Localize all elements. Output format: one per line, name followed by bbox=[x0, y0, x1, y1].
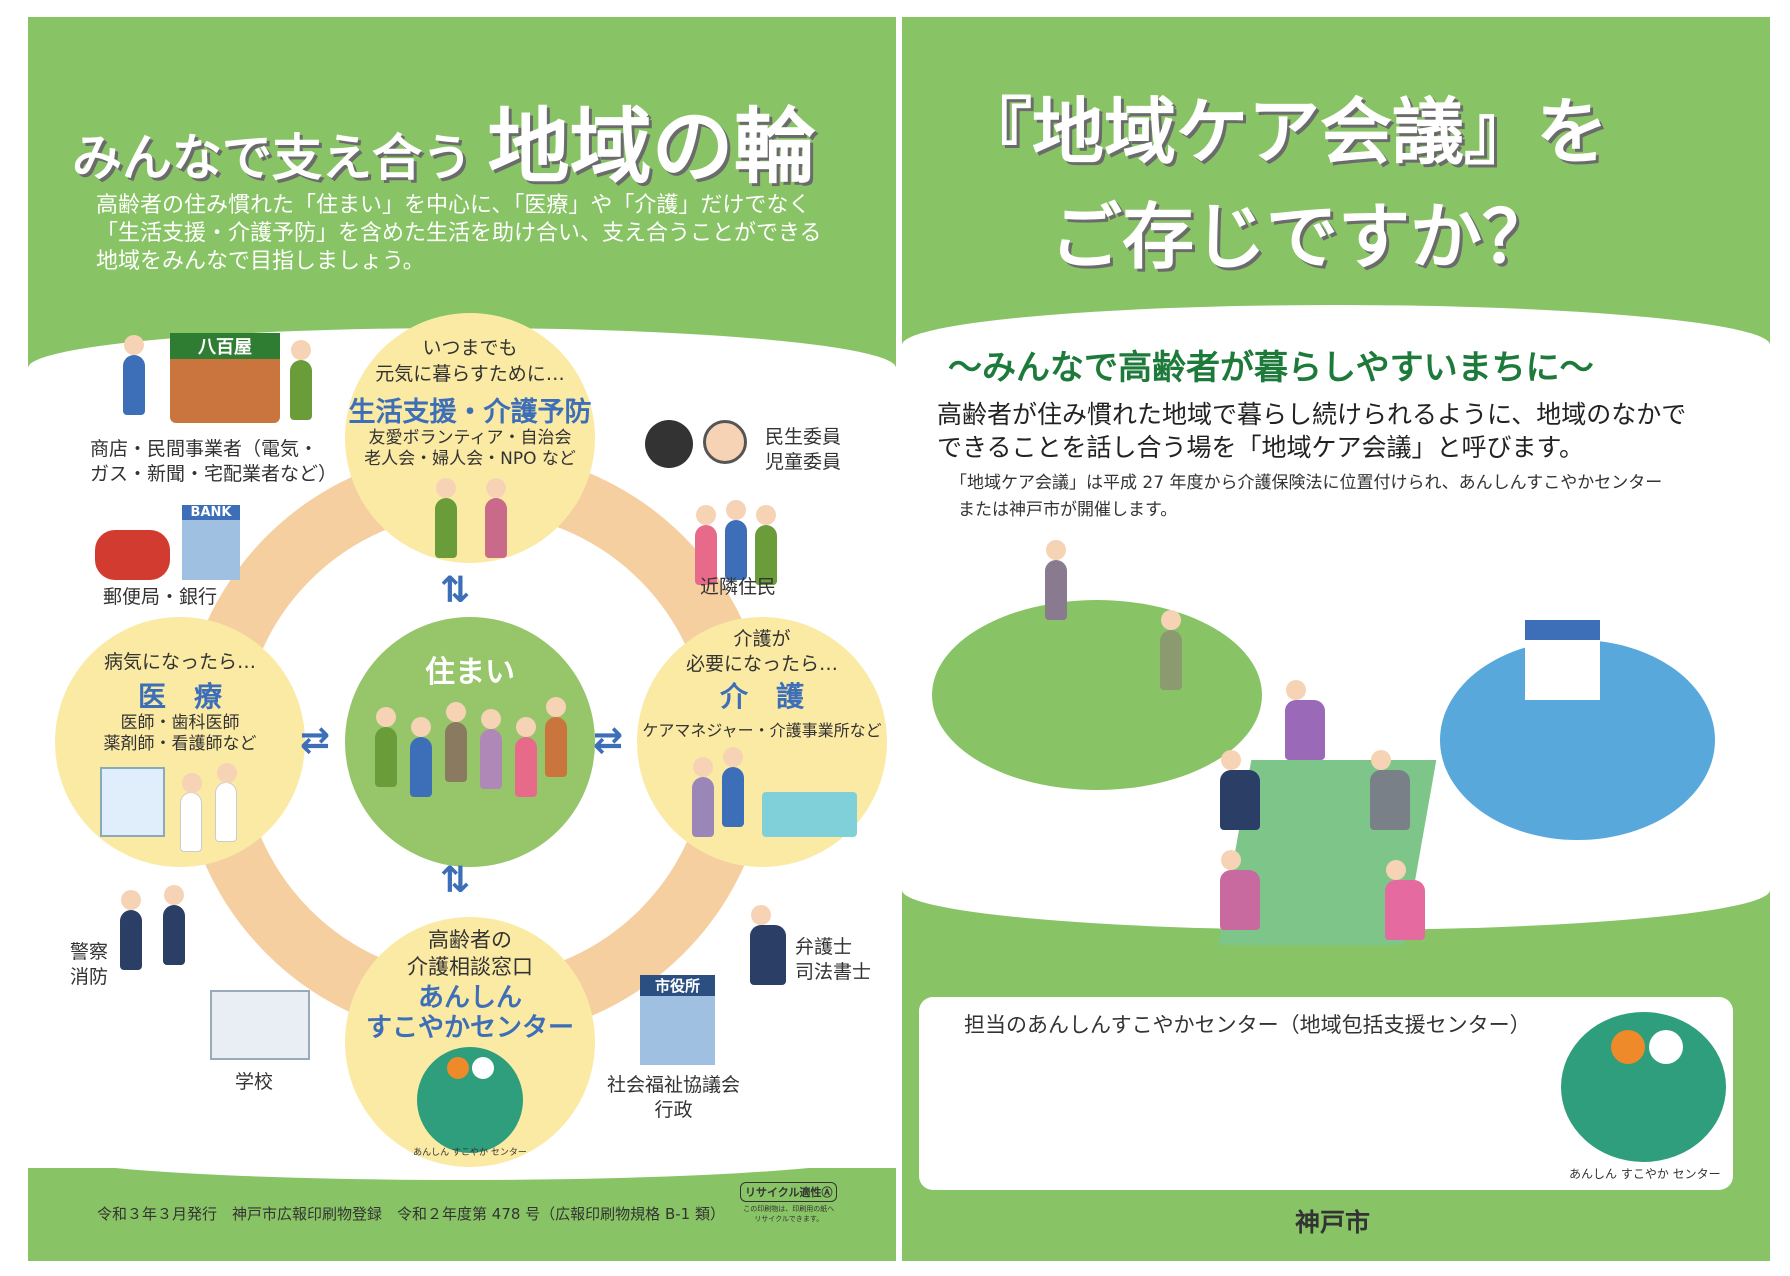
label-line: 消防 bbox=[70, 965, 109, 988]
label-post-bank: 郵便局・銀行 bbox=[103, 586, 218, 608]
circle-sub: 病気になったら… bbox=[103, 651, 256, 673]
circle-desc: 老人会・婦人会・NPO など bbox=[364, 449, 576, 469]
circle-sub: 高齢者の bbox=[428, 928, 512, 952]
label-line: 民生委員 bbox=[765, 426, 842, 448]
city-office-building: 市役所 bbox=[640, 975, 715, 1065]
circle-care: 介護が 必要になったら… 介 護 ケアマネジャー・介護事業所など bbox=[637, 617, 887, 867]
right-body: 高齢者が住み慣れた地域で暮らし続けられるように、地域のなかで できることを話し合… bbox=[937, 398, 1686, 464]
center-logo bbox=[417, 1047, 523, 1153]
circle-center: 高齢者の 介護相談窓口 あんしん すこやかセンター あんしん すこやか センター bbox=[345, 917, 595, 1167]
school-building bbox=[210, 990, 310, 1060]
shop-illustration: 八百屋 bbox=[170, 333, 280, 423]
recycle-note: リサイクルできます。 bbox=[754, 1215, 824, 1223]
label-lawyer: 弁護士 司法書士 bbox=[795, 935, 871, 984]
center-logo bbox=[1561, 1012, 1726, 1162]
title-line: ご存じですか？ bbox=[1050, 195, 1555, 279]
box-title: 担当のあんしんすこやかセンター（地域包括支援センター） bbox=[964, 1013, 1531, 1037]
label-neighbors: 近隣住民 bbox=[700, 576, 777, 598]
circle-desc: ケアマネジャー・介護事業所など bbox=[642, 721, 882, 740]
right-subtitle: ～みんなで高齢者が暮らしやすいまちに～ bbox=[948, 348, 1594, 388]
center-circle-home: 住まい bbox=[345, 617, 595, 867]
center-label: 住まい bbox=[425, 655, 515, 690]
label-shops: 商店・民間事業者（電気・ ガス・新聞・宅配業者など） bbox=[90, 437, 337, 486]
bathtub-icon bbox=[762, 792, 857, 837]
label-line: 弁護士 bbox=[795, 936, 853, 958]
label-police-fire: 警察 消防 bbox=[70, 940, 108, 989]
note-line: または神戸市が開催します。 bbox=[958, 500, 1178, 520]
left-intro: 高齢者の住み慣れた「住まい」を中心に、「医療」や「介護」だけでなく 「生活支援・… bbox=[96, 192, 822, 276]
intro-line: 高齢者の住み慣れた「住まい」を中心に、「医療」や「介護」だけでなく bbox=[96, 193, 811, 218]
circle-sub: 介護相談窓口 bbox=[407, 955, 533, 979]
title-line: 『地域ケア会議』を bbox=[960, 90, 1609, 174]
recycle-note: この印刷物は、印刷用の紙へ bbox=[743, 1205, 835, 1213]
label-line: 商店・民間事業者（電気・ bbox=[90, 438, 319, 460]
circle-head: あんしん bbox=[417, 983, 522, 1013]
label-line: 警察 bbox=[70, 941, 109, 963]
arrow-icon: ⇄ bbox=[300, 720, 331, 761]
center-info-box: 担当のあんしんすこやかセンター（地域包括支援センター） あんしん すこやか セン… bbox=[919, 997, 1733, 1190]
right-note: 「地域ケア会議」は平成 27 年度から介護保険法に位置付けられ、あんしんすこやか… bbox=[950, 470, 1662, 524]
body-line: できることを話し合う場を「地域ケア会議」と呼びます。 bbox=[937, 433, 1585, 462]
speech-bubble-green bbox=[932, 600, 1262, 790]
recycle-mark: リサイクル適性Ⓐ この印刷物は、印刷用の紙へ リサイクルできます。 bbox=[740, 1182, 838, 1224]
recycle-label: リサイクル適性Ⓐ bbox=[740, 1182, 838, 1202]
motorbike-icon bbox=[95, 530, 170, 580]
circle-head: 医 療 bbox=[137, 680, 222, 713]
bank-building: BANK bbox=[182, 505, 240, 580]
city-office-sign: 市役所 bbox=[640, 975, 715, 996]
logo-text: あんしん すこやか センター bbox=[1569, 1167, 1721, 1181]
label-line: 行政 bbox=[654, 1098, 693, 1121]
label-commissioners: 民生委員 児童委員 bbox=[765, 425, 841, 474]
label-school: 学校 bbox=[235, 1071, 274, 1093]
title-big: 地域の輪 bbox=[487, 100, 816, 195]
right-title: 『地域ケア会議』を ご存じですか？ bbox=[960, 80, 1608, 290]
label-welfare: 社会福祉協議会 行政 bbox=[607, 1073, 740, 1122]
circle-desc: 薬剤師・看護師など bbox=[103, 734, 257, 754]
circle-desc: 医師・歯科医師 bbox=[120, 713, 240, 733]
bank-sign: BANK bbox=[182, 505, 240, 520]
arrow-icon: ⇄ bbox=[593, 720, 624, 761]
left-title: みんなで支え合う 地域の輪 bbox=[72, 80, 816, 199]
circle-medical: 病気になったら… 医 療 医師・歯科医師 薬剤師・看護師など bbox=[55, 617, 305, 867]
circle-sub: 介護が bbox=[733, 628, 791, 650]
circle-sub: いつまでも bbox=[422, 337, 518, 359]
circle-head: 介 護 bbox=[719, 680, 804, 713]
label-line: 児童委員 bbox=[765, 450, 842, 473]
title-small: みんなで支え合う bbox=[72, 129, 472, 187]
note-line: 「地域ケア会議」は平成 27 年度から介護保険法に位置付けられ、あんしんすこやか… bbox=[950, 473, 1663, 493]
shop-sign: 八百屋 bbox=[170, 333, 280, 359]
city-name: 神戸市 bbox=[1295, 1208, 1371, 1237]
circle-head: 生活支援・介護予防 bbox=[348, 397, 592, 428]
circle-life-support: いつまでも 元気に暮らすために… 生活支援・介護予防 友愛ボランティア・自治会 … bbox=[345, 313, 595, 563]
label-line: 社会福祉協議会 bbox=[607, 1074, 741, 1096]
circle-sub: 元気に暮らすために… bbox=[375, 363, 565, 385]
house-icon bbox=[1525, 620, 1600, 700]
label-line: ガス・新聞・宅配業者など） bbox=[90, 462, 338, 485]
circle-desc: 友愛ボランティア・自治会 bbox=[368, 428, 572, 448]
publication-footer: 令和３年３月発行 神戸市広報印刷物登録 令和２年度第 478 号（広報印刷物規格… bbox=[97, 1205, 725, 1223]
circle-head: すこやかセンター bbox=[365, 1013, 574, 1043]
arrow-icon: ⇅ bbox=[440, 860, 471, 901]
hospital-icon bbox=[100, 767, 165, 837]
label-line: 司法書士 bbox=[795, 960, 872, 983]
body-line: 高齢者が住み慣れた地域で暮らし続けられるように、地域のなかで bbox=[937, 400, 1687, 429]
intro-line: 地域をみんなで目指しましょう。 bbox=[96, 249, 425, 274]
arrow-icon: ⇅ bbox=[440, 570, 471, 611]
logo-text: あんしん すこやか センター bbox=[413, 1148, 527, 1158]
circle-sub: 必要になったら… bbox=[685, 653, 838, 675]
intro-line: 「生活支援・介護予防」を含めた生活を助け合い、支え合うことができる bbox=[96, 221, 822, 246]
